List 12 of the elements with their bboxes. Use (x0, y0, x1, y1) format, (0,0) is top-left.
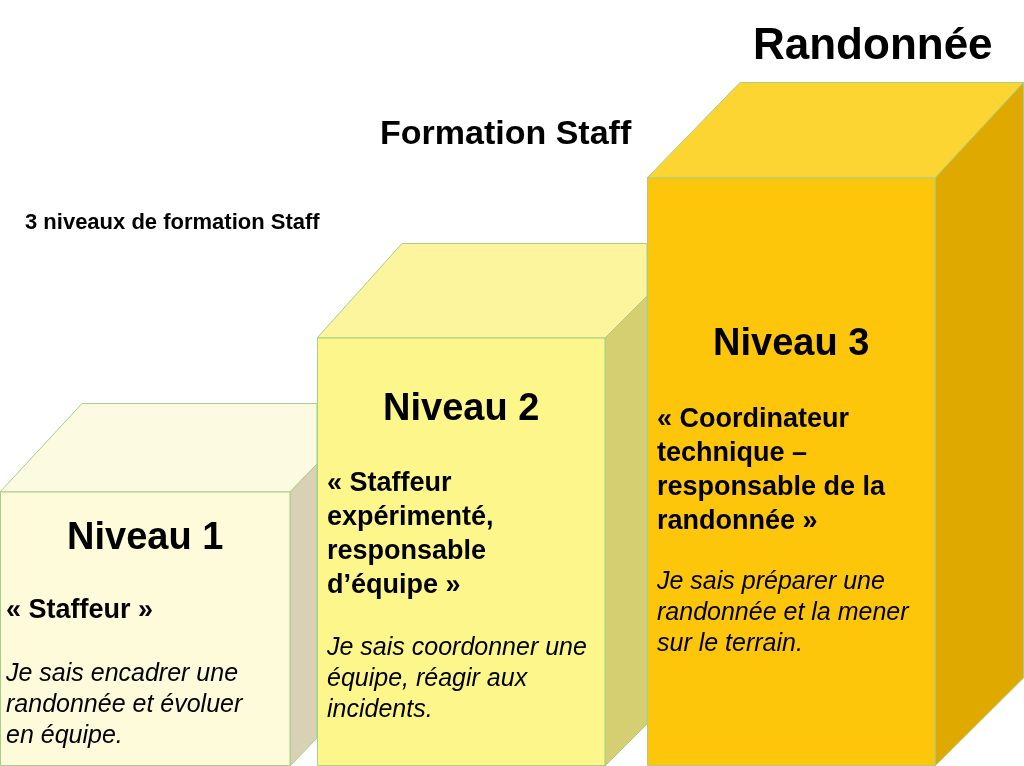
level-heading: Niveau 1 (67, 515, 224, 559)
skill-description: Je sais encadrer une randonnée et évoluer en équipe. (6, 657, 244, 750)
skill-description: Je sais coordonner une équipe, réagir aux incidents. (327, 631, 588, 724)
level-heading: Niveau 2 (383, 386, 540, 430)
level-heading: Niveau 3 (713, 321, 870, 365)
role-title: « Coordinateur technique – responsable de la randonnée » (657, 402, 887, 537)
section-heading: Formation Staff (380, 113, 632, 153)
role-title: « Staffeur expérimenté, responsable d’équipe » (327, 466, 495, 601)
subtitle: 3 niveaux de formation Staff (25, 209, 320, 235)
skill-description: Je sais préparer une randonnée et la mener sur le terrain. (657, 565, 911, 658)
page-title: Randonnée (753, 19, 993, 70)
role-title: « Staffeur » (6, 593, 154, 626)
